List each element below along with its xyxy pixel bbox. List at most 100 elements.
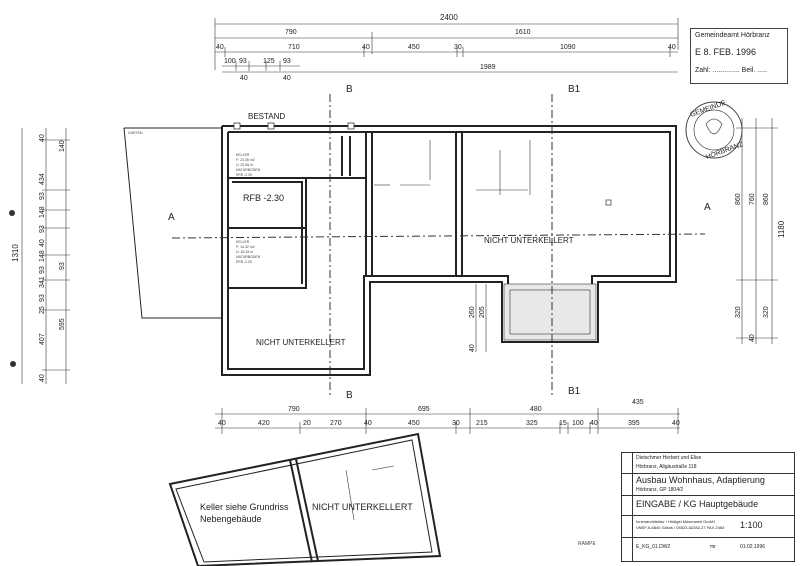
title-block: Dietschmer Herbert und Elise Hörbranz, A… bbox=[621, 452, 795, 562]
ramp-label: RAMPE bbox=[578, 541, 596, 547]
dim-left-93e: 93 bbox=[59, 262, 66, 270]
title-block-side bbox=[622, 453, 633, 561]
section-b1-bottom: B1 bbox=[568, 386, 581, 397]
court-dimensions: 260 205 40 bbox=[469, 284, 487, 352]
svg-text:U: 15.33 m: U: 15.33 m bbox=[236, 250, 253, 254]
dim-left-93c: 93 bbox=[39, 266, 46, 274]
dim-bot-40d: 40 bbox=[672, 420, 680, 427]
dim-bot-215: 215 bbox=[476, 420, 488, 427]
dim-left-148a: 148 bbox=[39, 206, 46, 218]
garden-label: GARTEN bbox=[128, 131, 143, 135]
scan-speck bbox=[10, 361, 16, 367]
svg-text:U: 22.65 m: U: 22.65 m bbox=[236, 163, 253, 167]
svg-text:F: 14.32 m2: F: 14.32 m2 bbox=[236, 245, 255, 249]
dim-bot-695: 695 bbox=[418, 406, 430, 413]
dim-left-434: 434 bbox=[39, 173, 46, 185]
dim-left-40a: 40 bbox=[39, 134, 46, 142]
dim-left-148b: 148 bbox=[39, 250, 46, 262]
office-row: Innenarchitektur / Hödlgei Mösenweri Gmb… bbox=[622, 515, 794, 538]
dim-right-860a: 860 bbox=[735, 193, 742, 205]
scan-speck bbox=[9, 210, 15, 216]
stamp-office: Gemeindeamt Hörbranz bbox=[695, 32, 770, 39]
svg-text:F: 23.35 m2: F: 23.35 m2 bbox=[236, 158, 255, 162]
dim-top-710: 710 bbox=[288, 44, 300, 51]
dim-left-93b: 93 bbox=[39, 225, 46, 233]
stamp-date: E 8. FEB. 1996 bbox=[695, 47, 757, 57]
section-b1-top: B1 bbox=[568, 84, 581, 95]
dim-bot-40c: 40 bbox=[590, 420, 598, 427]
dim-top-93b: 93 bbox=[283, 58, 291, 65]
dim-top-125: 125 bbox=[263, 58, 275, 65]
svg-text:40: 40 bbox=[469, 344, 476, 352]
building-walls bbox=[221, 122, 677, 376]
dim-right-total: 1180 bbox=[777, 220, 786, 238]
dim-top-40a: 40 bbox=[216, 44, 224, 51]
dim-top-1989: 1989 bbox=[480, 64, 496, 71]
dim-bot-30: 30 bbox=[452, 420, 460, 427]
section-a-right: A bbox=[704, 202, 711, 213]
svg-text:205: 205 bbox=[479, 306, 486, 318]
svg-text:KELLER: KELLER bbox=[236, 153, 250, 157]
plan-title-row: EINGABE / KG Hauptgebäude bbox=[622, 495, 794, 516]
dim-right-320b: 320 bbox=[763, 306, 770, 318]
office-contact: VNEF A-6840 Götzis / 05523-62282-27 FAX … bbox=[636, 525, 725, 530]
dim-top-790: 790 bbox=[285, 29, 297, 36]
dim-bot-395: 395 bbox=[628, 420, 640, 427]
dim-bot-20: 20 bbox=[303, 420, 311, 427]
plan-title: EINGABE / KG Hauptgebäude bbox=[636, 499, 759, 509]
left-dimensions: 1310 40 434 93 148 93 40 148 93 341 93 2… bbox=[11, 128, 70, 384]
dim-top-40d: 40 bbox=[240, 75, 248, 82]
dim-left-total: 1310 bbox=[11, 244, 20, 262]
svg-text:260: 260 bbox=[469, 306, 476, 318]
drawn-by: mr bbox=[710, 544, 716, 550]
dim-top-450: 450 bbox=[408, 44, 420, 51]
dim-bot-790: 790 bbox=[288, 406, 300, 413]
dim-right-760: 760 bbox=[749, 193, 756, 205]
svg-text:KELLER: KELLER bbox=[236, 240, 250, 244]
dim-top-1610: 1610 bbox=[515, 29, 531, 36]
dim-top-40c: 40 bbox=[668, 44, 676, 51]
garden-area: GARTEN bbox=[123, 127, 223, 319]
room-keller-2: KELLER F: 14.32 m2 U: 15.33 m NATURBODEN… bbox=[236, 240, 261, 264]
dim-top-93a: 93 bbox=[239, 58, 247, 65]
stamp-reference: Zahl: .............. Beil. ..... bbox=[695, 67, 767, 74]
svg-text:NATURBODEN: NATURBODEN bbox=[236, 255, 261, 259]
area-label-right: NICHT UNTERKELLERT bbox=[484, 236, 574, 245]
dim-bot-325: 325 bbox=[526, 420, 538, 427]
dim-bot-480: 480 bbox=[530, 406, 542, 413]
dim-top-1090: 1090 bbox=[560, 44, 576, 51]
dim-top-40e: 40 bbox=[283, 75, 291, 82]
office-name: Innenarchitektur / Hödlgei Mösenweri Gmb… bbox=[636, 519, 715, 524]
dim-bot-270: 270 bbox=[330, 420, 342, 427]
dim-top-100: 100 bbox=[224, 58, 236, 65]
dim-left-407: 407 bbox=[39, 333, 46, 345]
dim-bot-15: 15 bbox=[559, 420, 567, 427]
room-keller-1: KELLER F: 23.35 m2 U: 22.65 m NATURBODEN… bbox=[236, 153, 261, 177]
dim-bot-40a: 40 bbox=[218, 420, 226, 427]
file-name: E_KG_01.DW2 bbox=[636, 544, 671, 550]
level-label: RFB -2.30 bbox=[243, 193, 284, 203]
bottom-dimensions: 790 695 480 435 40 420 20 270 40 450 30 … bbox=[215, 399, 680, 434]
seal-bottom-text: HÖRBRANZ bbox=[705, 140, 745, 161]
section-a-left: A bbox=[168, 212, 175, 223]
dim-right-320a: 320 bbox=[735, 306, 742, 318]
municipal-seal: GEMEINDE HÖRBRANZ bbox=[685, 99, 745, 161]
plan-date: 01.02.1996 bbox=[740, 544, 766, 550]
dim-left-341: 341 bbox=[39, 276, 46, 288]
neighbor-note-2: Nebengebäude bbox=[200, 514, 262, 524]
project-row: Ausbau Wohnhaus, Adaptierung Hörbranz, G… bbox=[622, 473, 794, 496]
room-labels: BESTAND RFB -2.30 NICHT UNTERKELLERT NIC… bbox=[236, 112, 574, 347]
project-title: Ausbau Wohnhaus, Adaptierung bbox=[636, 475, 765, 485]
right-dimensions: 1180 860 760 860 320 320 40 bbox=[735, 118, 786, 344]
section-lines: A A B B B1 B1 bbox=[168, 84, 711, 401]
plan-scale: 1:100 bbox=[740, 520, 763, 530]
dim-left-93d: 93 bbox=[39, 294, 46, 302]
project-sub: Hörbranz, GP 1804/2 bbox=[636, 487, 684, 493]
receipt-stamp: Gemeindeamt Hörbranz E 8. FEB. 1996 Zahl… bbox=[690, 28, 788, 84]
area-label-neighbor: NICHT UNTERKELLERT bbox=[312, 502, 413, 512]
dim-right-860b: 860 bbox=[763, 193, 770, 205]
dim-top-30: 30 bbox=[454, 44, 462, 51]
neighbor-note-1: Keller siehe Grundriss bbox=[200, 502, 289, 512]
dim-bot-450: 450 bbox=[408, 420, 420, 427]
